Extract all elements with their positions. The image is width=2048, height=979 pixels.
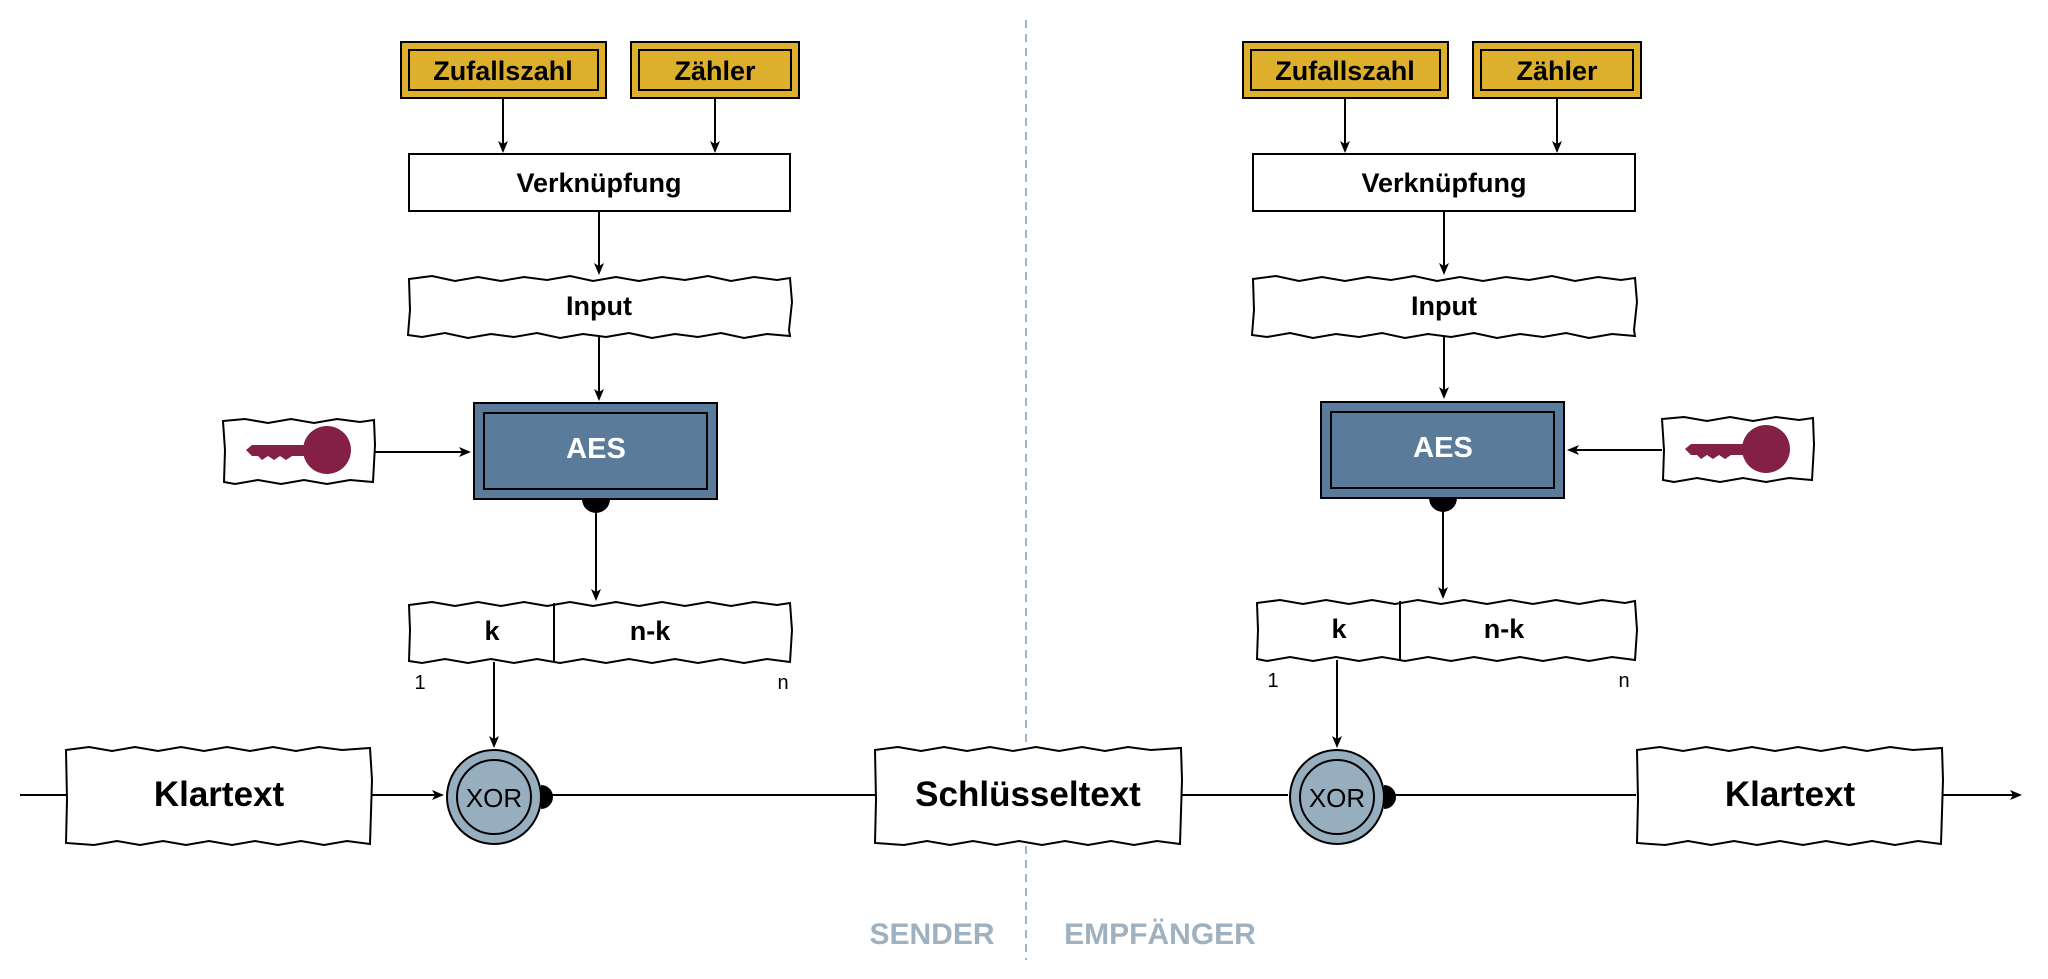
index-first-label: 1 [414,672,425,694]
keystream-block: k n-k [1255,598,1639,663]
index-last-label: n [777,672,788,694]
sender-zone-label: SENDER [869,918,994,951]
xor-node: XOR [1289,749,1396,845]
counter-box: Zähler [1472,41,1642,99]
key-box [1660,415,1816,484]
keystream-k-label: k [1331,614,1347,644]
input-label: Input [566,291,632,321]
index-last-label: n [1618,670,1629,692]
plaintext-label: Klartext [154,775,285,814]
aes-block: AES [1320,401,1565,499]
random-number-label: Zufallszahl [1275,56,1415,86]
key-box [221,417,377,486]
random-number-label: Zufallszahl [433,56,573,86]
receiver-zone-label: EMPFÄNGER [1064,918,1256,951]
ciphertext-box: Schlüsseltext [873,745,1184,847]
keystream-nk-label: n-k [630,616,671,646]
random-number-box: Zufallszahl [1242,41,1449,99]
index-first-label: 1 [1267,670,1278,692]
xor-label: XOR [1309,783,1365,813]
xor-node: XOR [446,749,553,845]
input-box: Input [406,274,794,340]
combine-label: Verknüpfung [516,168,681,198]
ciphertext-label: Schlüsseltext [915,775,1141,814]
keystream-block: k n-k [407,600,794,665]
aes-output-connector [1429,498,1457,512]
plaintext-box: Klartext [1635,745,1945,847]
counter-label: Zähler [1516,56,1598,86]
receiver-section: Zufallszahl Zähler Verknüpfung Input AES [1242,41,1945,847]
keystream-k-label: k [484,616,500,646]
aes-output-connector [582,499,610,513]
aes-label: AES [566,433,626,465]
plaintext-box: Klartext [64,745,374,847]
aes-label: AES [1413,432,1473,464]
xor-label: XOR [466,783,522,813]
counter-box: Zähler [630,41,800,99]
counter-label: Zähler [674,56,756,86]
input-label: Input [1411,291,1477,321]
aes-block: AES [473,402,718,500]
plaintext-label: Klartext [1725,775,1856,814]
combine-box: Verknüpfung [1252,153,1636,212]
keystream-nk-label: n-k [1484,614,1525,644]
combine-box: Verknüpfung [408,153,791,212]
random-number-box: Zufallszahl [400,41,607,99]
combine-label: Verknüpfung [1361,168,1526,198]
input-box: Input [1250,274,1639,340]
sender-section: Zufallszahl Zähler Verknüpfung Input AES [64,41,800,847]
